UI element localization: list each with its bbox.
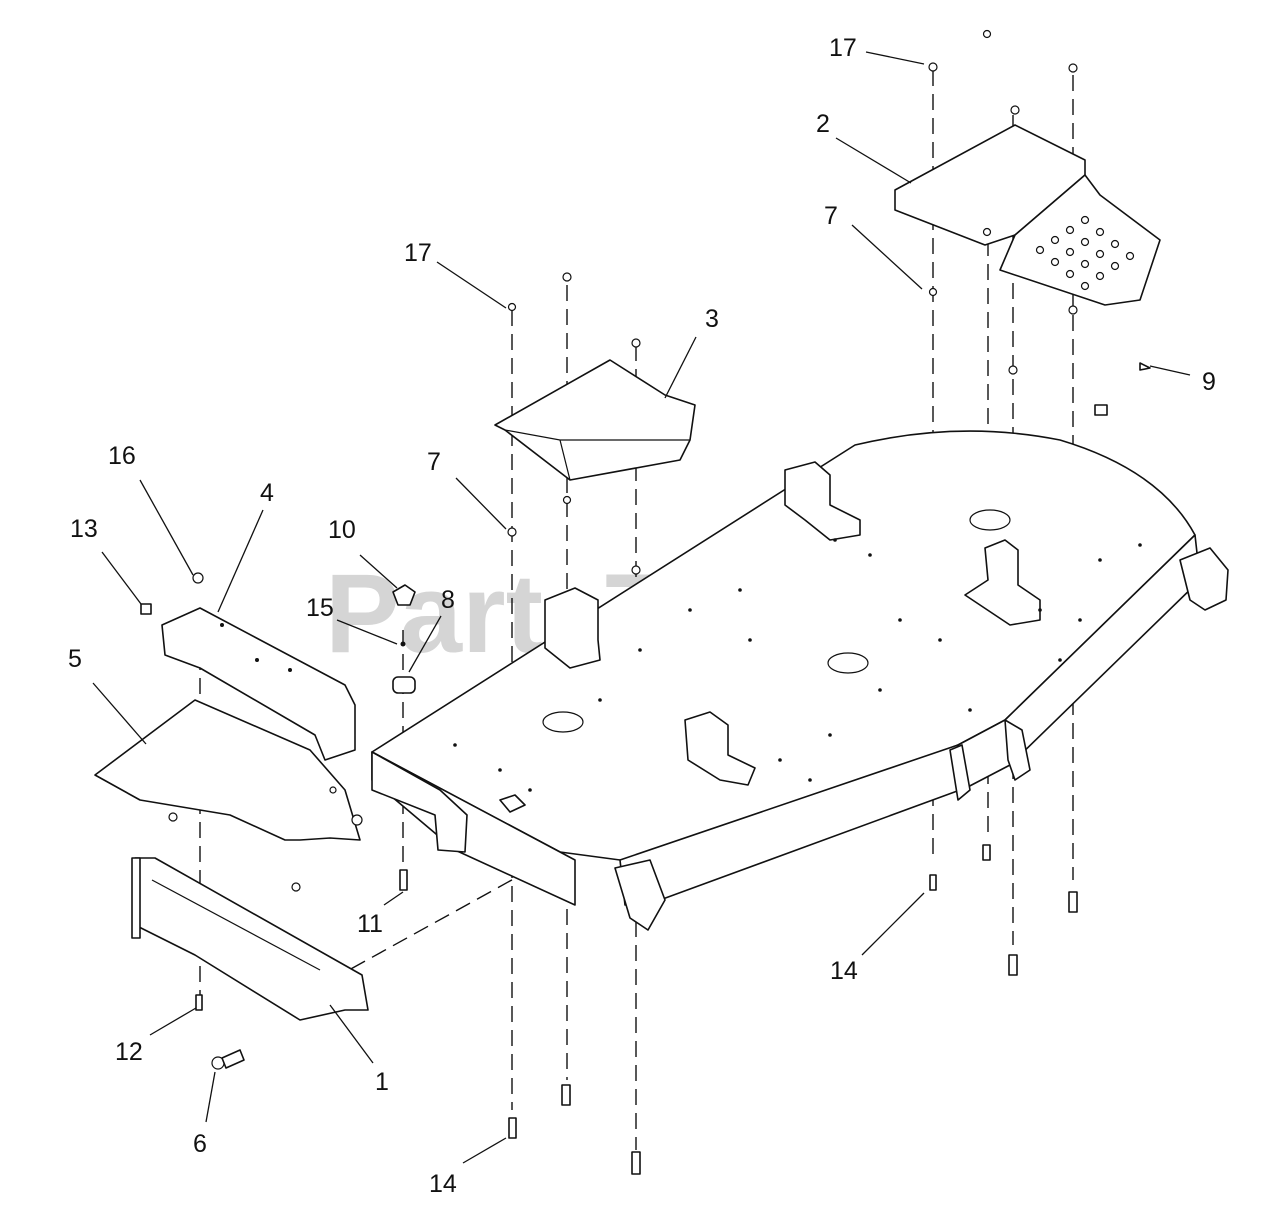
callout-14-bottom: 14 [429, 1170, 457, 1198]
callout-8: 8 [441, 586, 455, 614]
callout-13: 13 [70, 515, 98, 543]
callout-labels: 17 2 7 9 17 3 7 16 4 13 10 8 15 5 11 14 … [68, 34, 1216, 1198]
part-4-left-cover [161, 607, 356, 761]
callout-10: 10 [328, 516, 356, 544]
callout-9: 9 [1202, 368, 1216, 396]
callout-16: 16 [108, 442, 136, 470]
part-1-hinge-rail [131, 857, 369, 1021]
callout-17-top-right: 17 [829, 34, 857, 62]
callout-4: 4 [260, 479, 274, 507]
callout-17-center: 17 [404, 239, 432, 267]
callout-7-center: 7 [427, 448, 441, 476]
part-3-center-shield [494, 359, 696, 481]
mower-deck [371, 430, 1229, 931]
callout-1: 1 [375, 1068, 389, 1096]
part-2-right-shield [894, 124, 1161, 306]
callout-3: 3 [705, 305, 719, 333]
callout-7-upper: 7 [824, 202, 838, 230]
callout-5: 5 [68, 645, 82, 673]
callout-6: 6 [193, 1130, 207, 1158]
part-5-left-deflector [94, 699, 361, 841]
fasteners [140, 29, 1151, 1175]
callout-11: 11 [357, 910, 383, 938]
leader-lines [92, 51, 1191, 1164]
callout-15: 15 [306, 594, 334, 622]
callout-2: 2 [816, 110, 830, 138]
callout-14-right: 14 [830, 957, 858, 985]
parts-8-10-15 [392, 584, 416, 694]
callout-12: 12 [115, 1038, 143, 1066]
